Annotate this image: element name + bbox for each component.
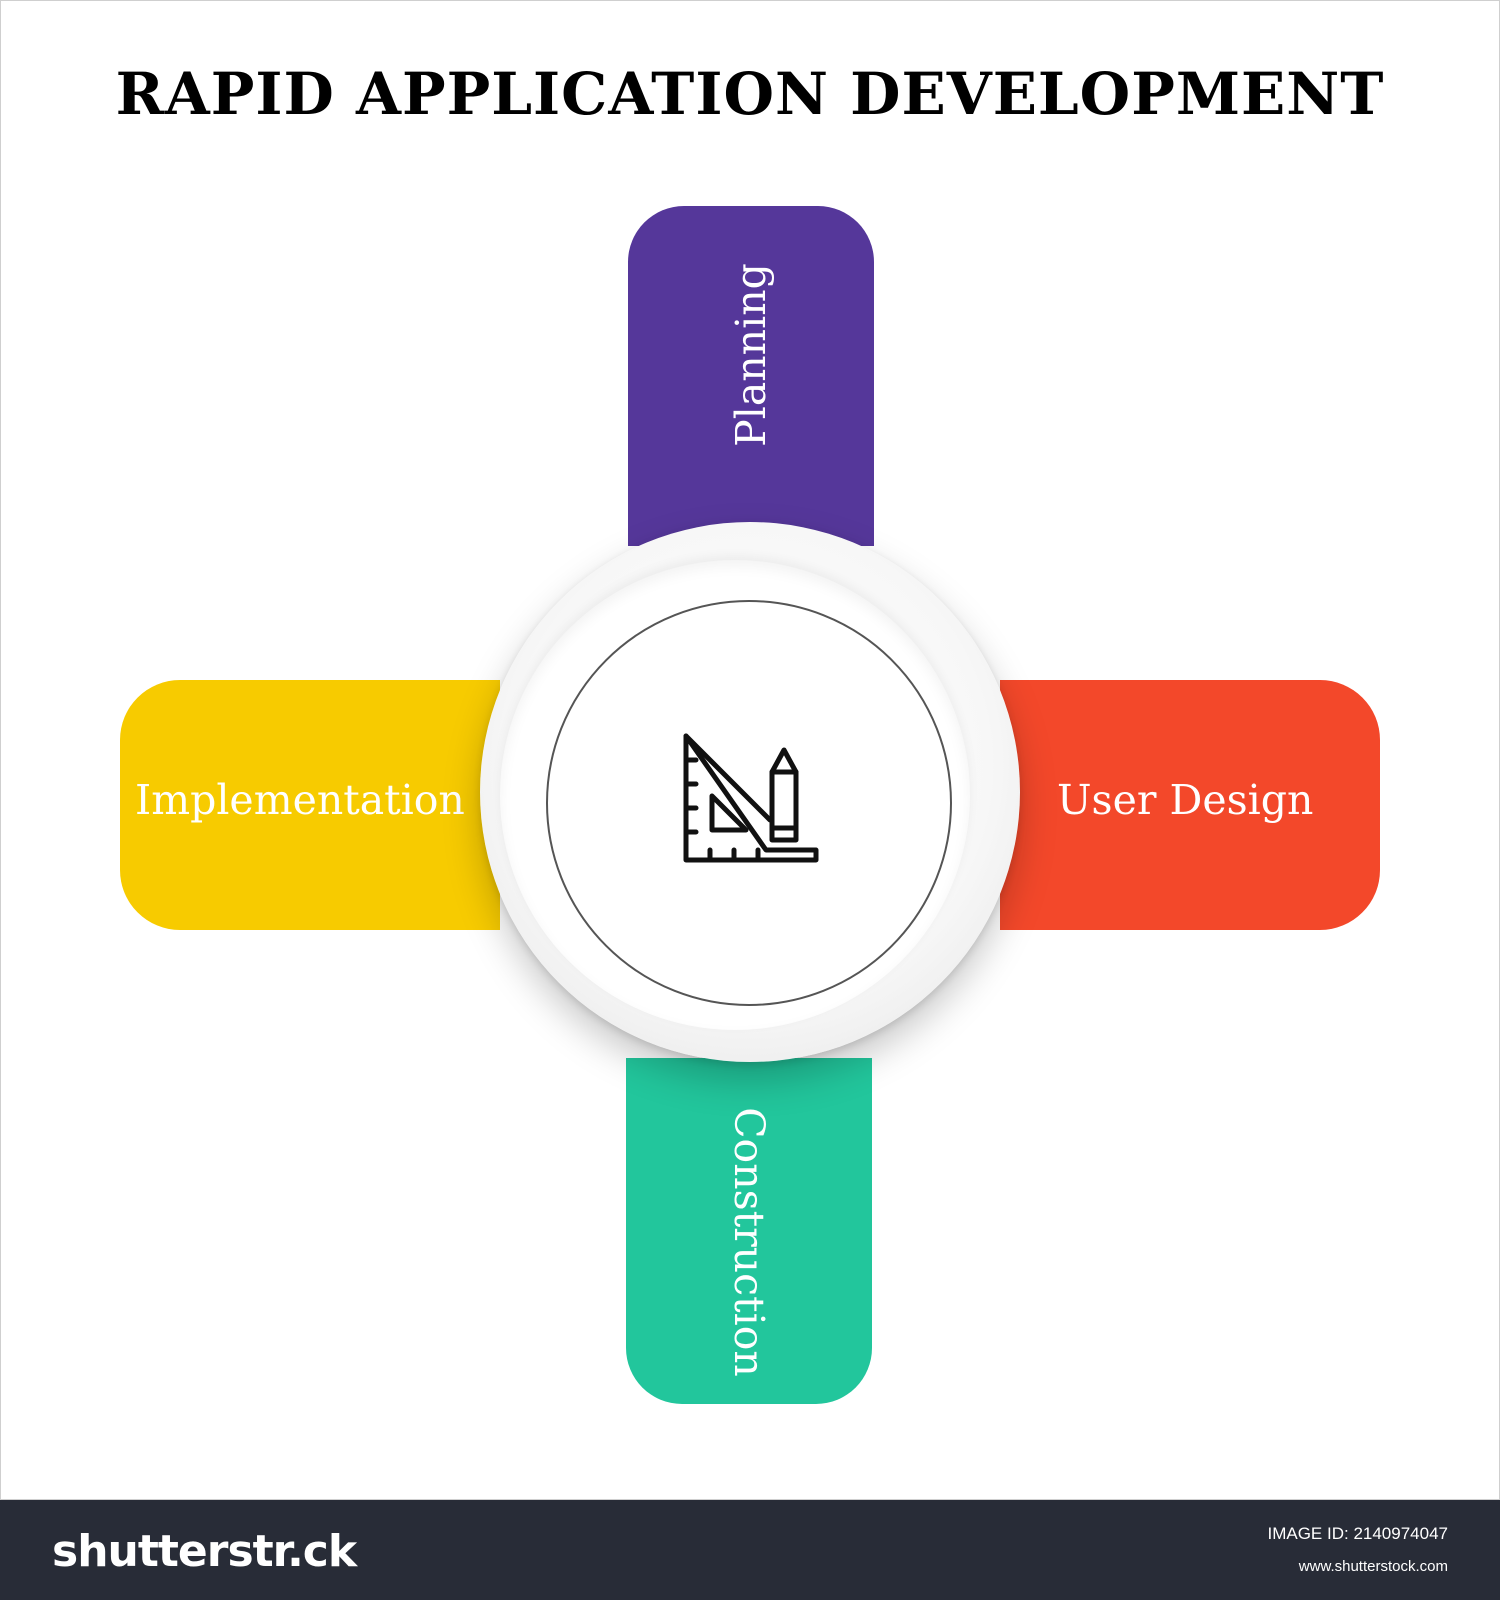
footer-image-id: IMAGE ID: 2140974047 [1267, 1524, 1448, 1543]
step-construction-label: Construction [725, 1107, 773, 1377]
footer-url: www.shutterstock.com [1298, 1558, 1448, 1575]
step-implementation-label: Implementation [135, 776, 465, 824]
step-planning-label: Planning [727, 263, 775, 447]
step-implementation-arm [120, 680, 500, 930]
step-planning-arm [628, 206, 874, 546]
ruler-triangle-pencil-icon [680, 730, 826, 876]
center-hub-outline [546, 600, 952, 1006]
step-construction-arm [626, 1058, 872, 1404]
footer-logo: shutterstr.ck [52, 1526, 357, 1577]
step-user-design-label: User Design [1057, 776, 1314, 824]
page-title: RAPID APPLICATION DEVELOPMENT [115, 60, 1385, 128]
footer-bar: shutterstr.ck IMAGE ID: 2140974047 www.s… [0, 1500, 1500, 1600]
step-user-design-arm [1000, 680, 1380, 930]
